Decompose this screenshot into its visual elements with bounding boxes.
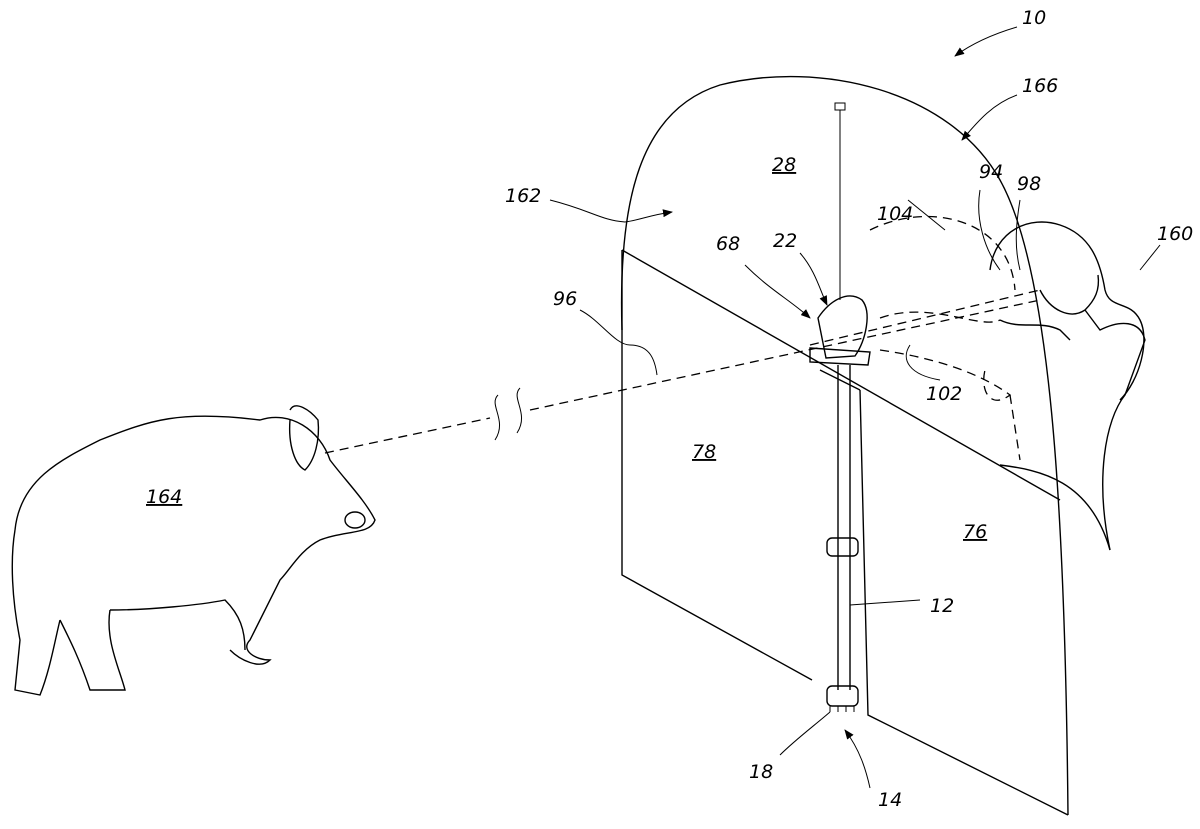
sight-lines — [324, 216, 1041, 461]
label-164: 164 — [146, 486, 182, 508]
label-98: 98 — [1017, 173, 1041, 195]
label-28: 28 — [772, 154, 796, 176]
blind-outline — [620, 75, 1111, 816]
label-102: 102 — [926, 383, 962, 405]
label-12: 12 — [930, 595, 954, 617]
label-10: 10 — [1022, 7, 1046, 29]
label-104: 104 — [877, 203, 913, 225]
label-94: 94 — [979, 161, 1003, 183]
boar-figure — [11, 405, 376, 696]
label-162: 162 — [505, 185, 541, 207]
leader-lines — [549, 26, 1161, 789]
label-166: 166 — [1022, 75, 1058, 97]
label-96: 96 — [553, 288, 577, 310]
label-78: 78 — [692, 441, 716, 463]
label-22: 22 — [773, 230, 797, 252]
reference-labels: 10 166 94 98 160 104 28 162 68 22 96 102… — [146, 7, 1193, 811]
label-14: 14 — [878, 789, 902, 811]
pole-assembly — [809, 295, 871, 712]
label-160: 160 — [1157, 223, 1193, 245]
label-76: 76 — [963, 521, 987, 543]
label-68: 68 — [716, 233, 740, 255]
archer-figure — [989, 221, 1146, 551]
label-18: 18 — [749, 761, 773, 783]
